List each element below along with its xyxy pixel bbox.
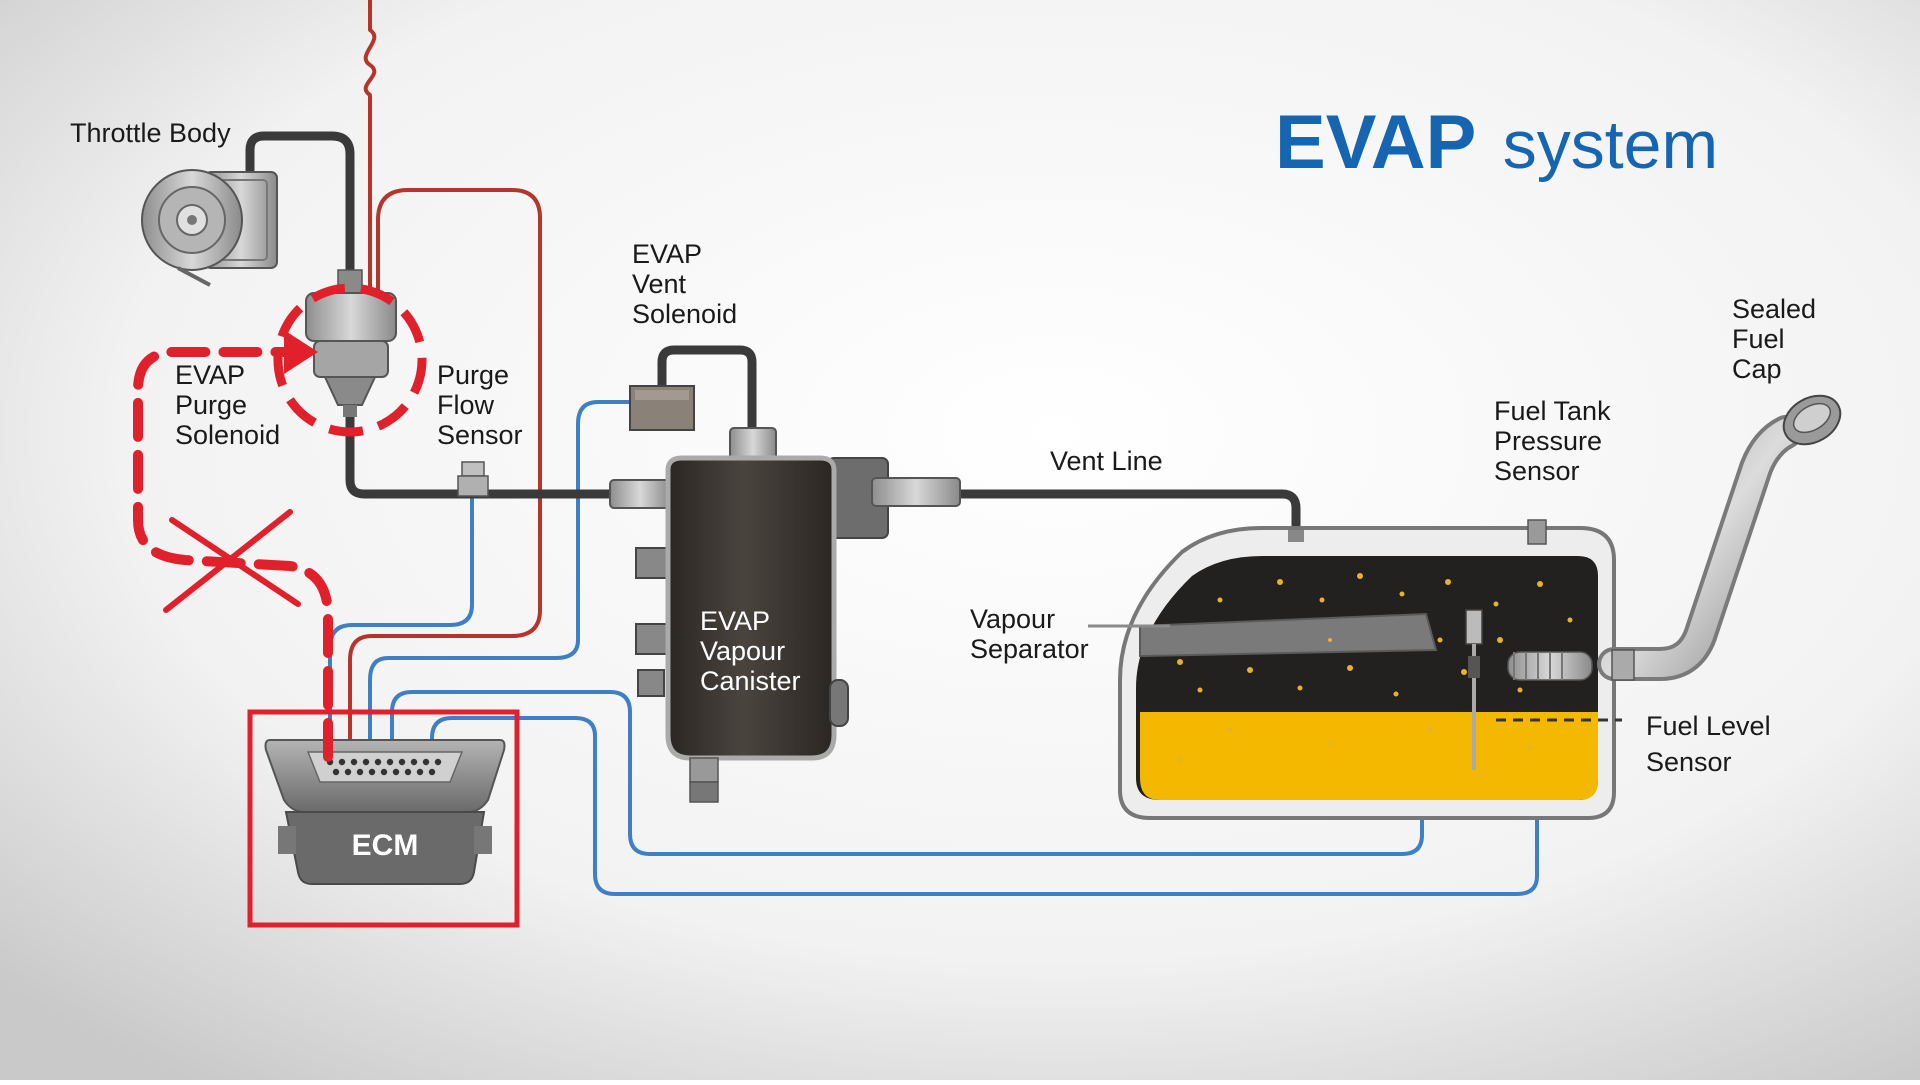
label-fuel-level-sensor: Fuel Level Sensor: [1646, 711, 1778, 777]
label-throttle-body: Throttle Body: [70, 118, 231, 148]
canister-label-line1: EVAP: [700, 606, 770, 636]
signal-wire-tank-pressure: [430, 543, 1539, 896]
fill-inlet: [1507, 651, 1593, 681]
label-tank-pressure-line3: Sensor: [1494, 456, 1580, 486]
label-tank-pressure-line1: Fuel Tank: [1494, 396, 1611, 426]
ecm-connector-pins: [326, 758, 442, 776]
label-fuel-tank-pressure-sensor: Fuel Tank Pressure Sensor: [1494, 396, 1618, 486]
label-purge-flow-sensor-line3: Sensor: [437, 420, 523, 450]
filler-neck: [1597, 415, 1803, 681]
purge-flow-sensor: [457, 461, 489, 497]
ecm: ECM: [264, 739, 506, 885]
label-vapour-separator-line2: Separator: [970, 634, 1089, 664]
fuel-tank: [1088, 519, 1616, 820]
purge-solenoid-highlight: [273, 283, 427, 437]
vapour-separator: [1139, 612, 1438, 658]
canister-label-line2: Vapour: [700, 636, 785, 666]
hose-vent-line: [953, 489, 1301, 543]
label-vent-solenoid-line3: Solenoid: [632, 299, 737, 329]
signal-wire-vent-solenoid: [368, 400, 632, 750]
ecm-highlight-box: [247, 709, 520, 928]
canister-label: EVAP Vapour Canister: [700, 606, 801, 696]
label-purge-flow-sensor-line2: Flow: [437, 390, 495, 420]
sealed-fuel-cap: [1782, 394, 1842, 446]
vapour-canister: EVAP Vapour Canister: [609, 427, 961, 803]
canister-label-line3: Canister: [700, 666, 801, 696]
label-fuel-cap-line3: Cap: [1732, 354, 1782, 384]
label-sealed-fuel-cap: Sealed Fuel Cap: [1732, 294, 1824, 384]
label-vent-line: Vent Line: [1050, 446, 1163, 476]
title: EVAP system: [1275, 100, 1718, 185]
title-bold: EVAP: [1275, 100, 1476, 185]
label-vapour-separator-line1: Vapour: [970, 604, 1055, 634]
blocked-flow-x-mark: [163, 509, 301, 613]
label-purge-flow-sensor: Purge Flow Sensor: [437, 360, 523, 450]
label-purge-flow-sensor-line1: Purge: [437, 360, 509, 390]
fuel-level-sensor: [1465, 609, 1483, 770]
purge-solenoid: [305, 269, 397, 417]
power-wire-loop: [348, 188, 542, 750]
label-fuel-cap-line2: Fuel: [1732, 324, 1785, 354]
labels: Throttle Body EVAP Purge Solenoid Purge …: [70, 118, 1824, 777]
ecm-label: ECM: [352, 829, 419, 862]
label-vapour-separator: Vapour Separator: [970, 604, 1089, 664]
label-vent-solenoid: EVAP Vent Solenoid: [632, 239, 737, 329]
label-vent-solenoid-line1: EVAP: [632, 239, 702, 269]
label-purge-solenoid: EVAP Purge Solenoid: [175, 360, 280, 450]
label-fuel-cap-line1: Sealed: [1732, 294, 1816, 324]
hose-purge-canister: [345, 405, 617, 499]
highlights: [133, 283, 520, 928]
vapour-particles: [1177, 573, 1573, 763]
title-light: system: [1503, 107, 1718, 183]
purge-flow-dashed-path: [133, 347, 333, 762]
fuel-liquid: [1140, 712, 1598, 800]
flow-arrow-head: [284, 330, 318, 374]
label-fuel-level-line1: Fuel Level: [1646, 711, 1771, 741]
vent-solenoid: [629, 385, 695, 431]
label-purge-solenoid-line2: Purge: [175, 390, 247, 420]
power-wire-top: [363, 0, 377, 292]
wiring: [245, 0, 1539, 896]
hose-throttle-purge: [245, 131, 355, 295]
label-purge-solenoid-line1: EVAP: [175, 360, 245, 390]
label-tank-pressure-line2: Pressure: [1494, 426, 1602, 456]
throttle-body: [141, 169, 278, 287]
label-vent-solenoid-line2: Vent: [632, 269, 687, 299]
hose-vent-solenoid: [657, 345, 757, 435]
label-fuel-level-line2: Sensor: [1646, 747, 1732, 777]
label-purge-solenoid-line3: Solenoid: [175, 420, 280, 450]
